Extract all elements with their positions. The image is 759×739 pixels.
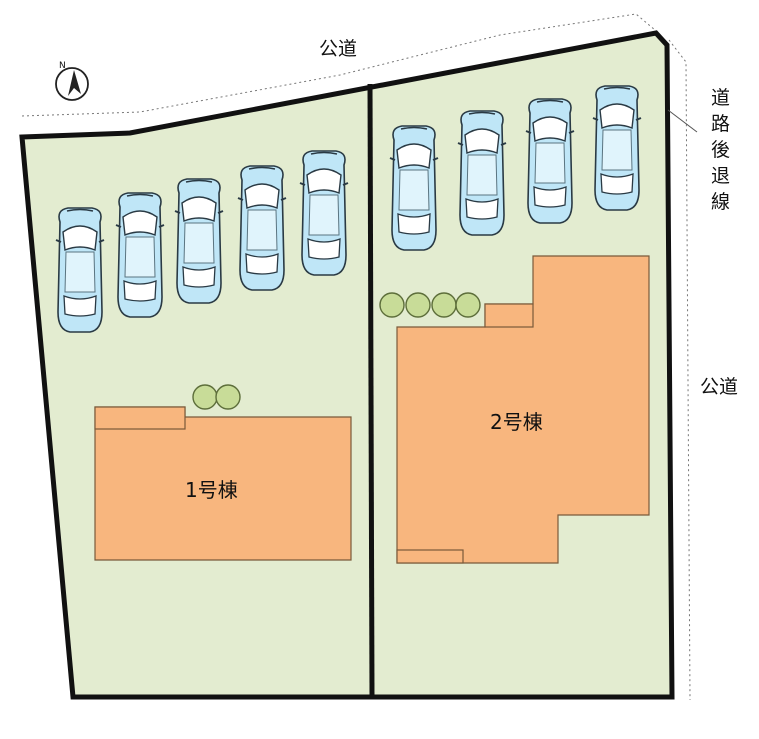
compass-letter: N — [59, 61, 66, 71]
setback-leader — [667, 109, 698, 133]
building-2 — [396, 255, 650, 564]
compass-icon: N — [55, 61, 89, 101]
setback-label-char: 路 — [711, 113, 730, 135]
building-1-label: 1号棟 — [185, 478, 238, 502]
building-2-label: 2号棟 — [490, 410, 543, 434]
setback-label-char: 道 — [711, 87, 730, 109]
setback-label-char: 線 — [711, 191, 730, 213]
road-label-east: 公道 — [700, 376, 738, 398]
setback-label-char: 後 — [711, 139, 730, 161]
plot-divider — [367, 83, 375, 698]
building-1 — [94, 406, 352, 561]
road-label-north: 公道 — [319, 38, 357, 60]
setback-label-char: 退 — [711, 165, 730, 187]
